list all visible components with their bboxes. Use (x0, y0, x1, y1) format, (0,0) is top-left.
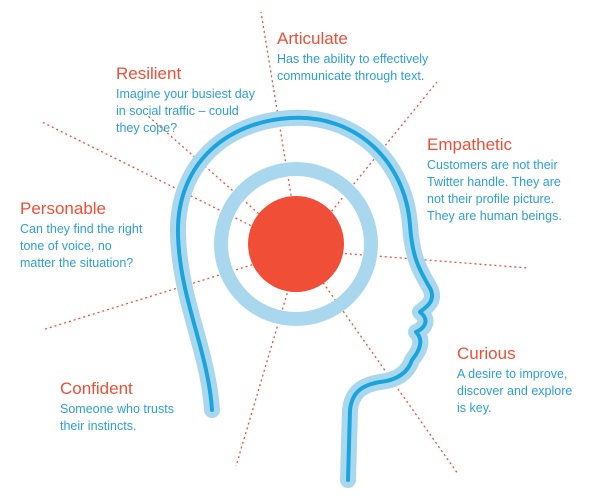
ray-personable (41, 121, 301, 251)
center-dot (248, 196, 344, 292)
trait-confident: Confident Someone who trusts their insti… (60, 378, 200, 435)
ray-east (299, 249, 529, 269)
trait-title: Curious (457, 344, 516, 363)
ray-curious (299, 249, 459, 475)
trait-desc: Someone who trusts their instincts. (60, 402, 174, 433)
trait-empathetic: Empathetic Customers are not their Twitt… (427, 134, 577, 225)
trait-curious: Curious A desire to improve, discover an… (457, 343, 582, 417)
trait-desc: Can they find the right tone of voice, n… (20, 222, 143, 270)
trait-desc: A desire to improve, discover and explor… (457, 367, 573, 415)
trait-personable: Personable Can they find the right tone … (20, 198, 150, 272)
trait-articulate: Articulate Has the ability to effectivel… (277, 28, 437, 85)
trait-title: Empathetic (427, 135, 513, 154)
trait-title: Confident (60, 379, 133, 398)
trait-desc: Customers are not their Twitter handle. … (427, 158, 562, 223)
outer-ring (214, 162, 378, 326)
trait-title: Articulate (277, 29, 348, 48)
trait-desc: Imagine your busiest day in social traff… (116, 87, 255, 135)
trait-title: Resilient (116, 64, 182, 83)
ray-resilient (147, 115, 301, 251)
trait-desc: Has the ability to effectively communica… (277, 52, 429, 83)
head-outline-inner (175, 115, 435, 482)
trait-resilient: Resilient Imagine your busiest day in so… (116, 63, 256, 137)
trait-title: Personable (20, 199, 107, 218)
